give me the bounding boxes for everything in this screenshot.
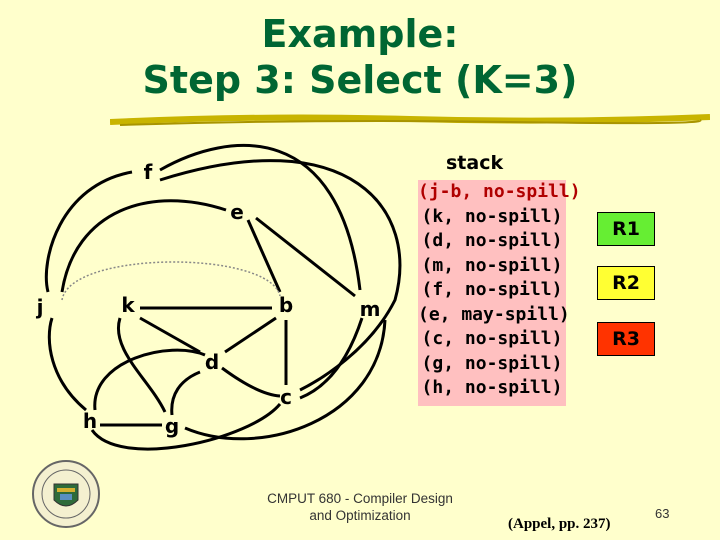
node-b: b — [278, 293, 294, 317]
edge-f-m — [159, 143, 362, 291]
register-r3: R3 — [597, 322, 655, 356]
stack-item: (c, no-spill) — [421, 328, 563, 349]
edge-b-d — [224, 316, 277, 354]
stack-item: (d, no-spill) — [421, 230, 563, 251]
node-c: c — [280, 385, 292, 409]
slide-title-line1: Example: — [261, 12, 459, 56]
citation: (Appel, pp. 237) — [508, 516, 611, 532]
stack-box: (j-b, no-spill) (k, no-spill) (d, no-spi… — [418, 180, 581, 406]
move-edge-j-b — [61, 261, 281, 301]
node-h: h — [82, 409, 98, 433]
page-number: 63 — [655, 506, 670, 521]
footer-line1: CMPUT 680 - Compiler Design — [267, 491, 453, 506]
stack-item: (e, may-spill) — [418, 303, 570, 325]
node-f: f — [143, 160, 153, 184]
stack-item: (g, no-spill) — [421, 352, 563, 374]
footer-course: CMPUT 680 - Compiler Design and Optimiza… — [250, 490, 470, 524]
edge-e-b — [246, 219, 282, 293]
stack-item: (m, no-spill) — [421, 254, 563, 276]
register-r1: R1 — [597, 212, 655, 246]
edge-h-j — [47, 317, 87, 412]
node-j: j — [36, 295, 44, 319]
edge-f-j — [44, 170, 133, 293]
edge-d-g — [170, 370, 201, 416]
node-g: g — [164, 414, 180, 438]
stack-item: (j-b, no-spill) — [418, 181, 581, 202]
edge-k-d — [139, 316, 201, 354]
title-underline-brush — [110, 114, 710, 126]
edge-e-j — [60, 199, 227, 293]
edge-h-d — [93, 348, 206, 411]
edge-k-g — [116, 317, 167, 413]
stack-label: stack — [446, 152, 504, 174]
stack-item: (h, no-spill) — [421, 377, 563, 398]
stack-item: (k, no-spill) — [421, 205, 563, 227]
node-m: m — [359, 297, 381, 321]
edge-m-c — [299, 317, 364, 400]
slide-title-line2: Step 3: Select (K=3) — [142, 58, 578, 102]
edge-e-m — [255, 216, 356, 298]
node-e: e — [230, 200, 244, 224]
node-k: k — [121, 293, 135, 317]
edge-h-c — [90, 403, 282, 451]
node-d: d — [204, 350, 220, 374]
stack-item: (f, no-spill) — [421, 279, 563, 300]
register-r2: R2 — [597, 266, 655, 300]
university-crest-icon — [32, 460, 100, 528]
footer-line2: and Optimization — [309, 508, 411, 523]
edge-d-c — [221, 366, 281, 398]
